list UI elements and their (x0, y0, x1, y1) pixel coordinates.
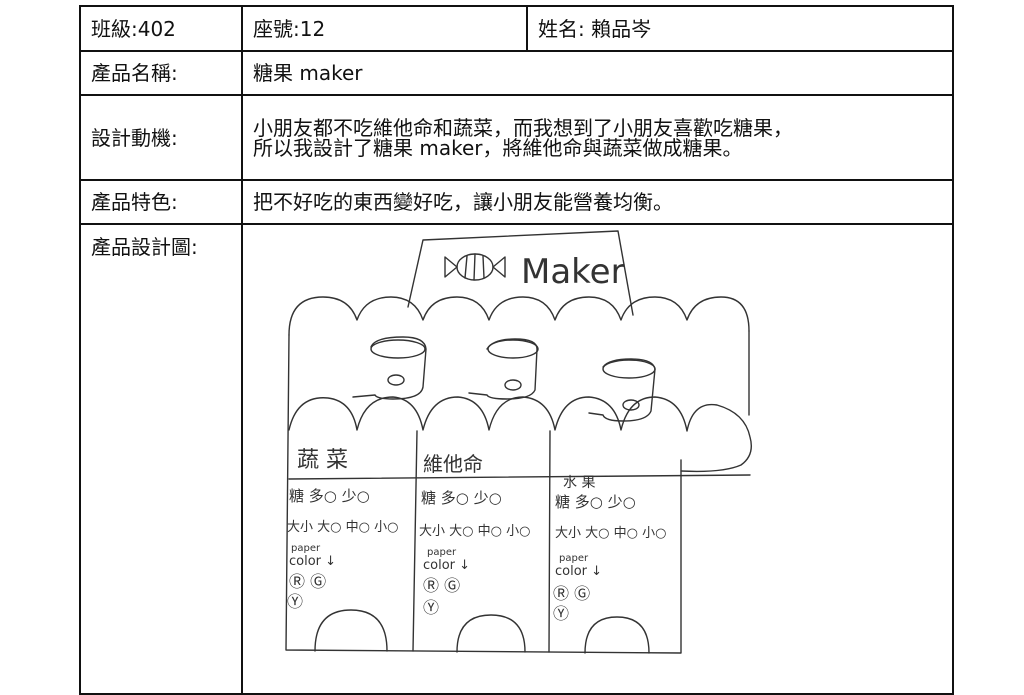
product-name-value: 糖果 maker (241, 50, 954, 96)
drawing-label: 產品設計圖: (79, 223, 243, 695)
motive-line-2: 所以我設計了糖果 maker，將維他命與蔬菜做成糖果。 (253, 135, 743, 160)
product-name-row: 產品名稱: 糖果 maker (79, 50, 954, 96)
candy-cup-icon (588, 358, 656, 422)
motive-line-1: 小朋友都不吃維他命和蔬菜，而我想到了小朋友喜歡吃糖果， (253, 115, 793, 140)
column-title-fruit: 水 果 (563, 475, 595, 491)
column-title-vegetable: 蔬 菜 (297, 448, 348, 473)
size-option: 大小 大○ 中○ 小○ (419, 524, 530, 539)
feature-row: 產品特色: 把不好吃的東西變好吃，讓小朋友能營養均衡。 (79, 179, 954, 225)
size-option: 大小 大○ 中○ 小○ (555, 526, 666, 541)
seat-field: 座號:12 (241, 5, 528, 52)
candy-cup-icon (468, 338, 539, 400)
feature-value: 把不好吃的東西變好吃，讓小朋友能營養均衡。 (241, 179, 954, 225)
scalloped-top (288, 296, 750, 336)
color-label: color ↓ (289, 554, 336, 569)
column-divider-2 (548, 430, 551, 653)
name-field: 姓名: 賴品岑 (526, 5, 954, 52)
student-info-row: 班級:402 座號:12 姓名: 賴品岑 (79, 5, 954, 52)
color-choices: Ⓡ Ⓖ (423, 576, 460, 595)
dispenser-2 (456, 614, 526, 653)
drawing-row: 產品設計圖: Maker (79, 223, 954, 695)
machine-body (285, 330, 750, 654)
dispenser-1 (314, 609, 388, 652)
motive-label: 設計動機: (79, 94, 243, 181)
color-label: color ↓ (555, 564, 602, 579)
product-design-form: 班級:402 座號:12 姓名: 賴品岑 產品名稱: 糖果 maker 設計動機… (79, 5, 954, 695)
roof-outline (407, 230, 634, 316)
dispenser-3 (584, 616, 650, 654)
feature-label: 產品特色: (79, 179, 243, 225)
color-choices: Ⓡ Ⓖ (289, 572, 326, 591)
column-title-vitamin: 維他命 (423, 452, 483, 476)
candy-maker-sketch: Maker (285, 230, 753, 654)
drawing-cell: Maker (241, 223, 954, 695)
color-choices: Ⓡ Ⓖ (553, 584, 590, 603)
color-choice-yellow: Ⓨ (423, 598, 439, 617)
product-name-label: 產品名稱: (79, 50, 243, 96)
paper-label: paper (291, 543, 321, 554)
color-choice-yellow: Ⓨ (287, 592, 303, 611)
candy-cup-icon (352, 336, 427, 400)
color-label: color ↓ (423, 558, 470, 573)
sugar-option: 糖 多○ 少○ (421, 489, 502, 507)
size-option: 大小 大○ 中○ 小○ (287, 520, 398, 535)
class-field: 班級:402 (79, 5, 243, 52)
color-choice-yellow: Ⓨ (553, 604, 569, 623)
section-line (288, 474, 751, 480)
motive-row: 設計動機: 小朋友都不吃維他命和蔬菜，而我想到了小朋友喜歡吃糖果， 所以我設計了… (79, 94, 954, 181)
sugar-option: 糖 多○ 少○ (555, 493, 636, 511)
sugar-option: 糖 多○ 少○ (289, 487, 370, 505)
candy-sign-icon (444, 253, 506, 281)
sign-text: Maker (521, 252, 625, 292)
paper-label: paper (427, 547, 457, 558)
paper-label: paper (559, 553, 589, 564)
column-divider-1 (412, 430, 418, 652)
scalloped-middle (288, 396, 753, 473)
motive-value: 小朋友都不吃維他命和蔬菜，而我想到了小朋友喜歡吃糖果， 所以我設計了糖果 mak… (241, 94, 954, 181)
